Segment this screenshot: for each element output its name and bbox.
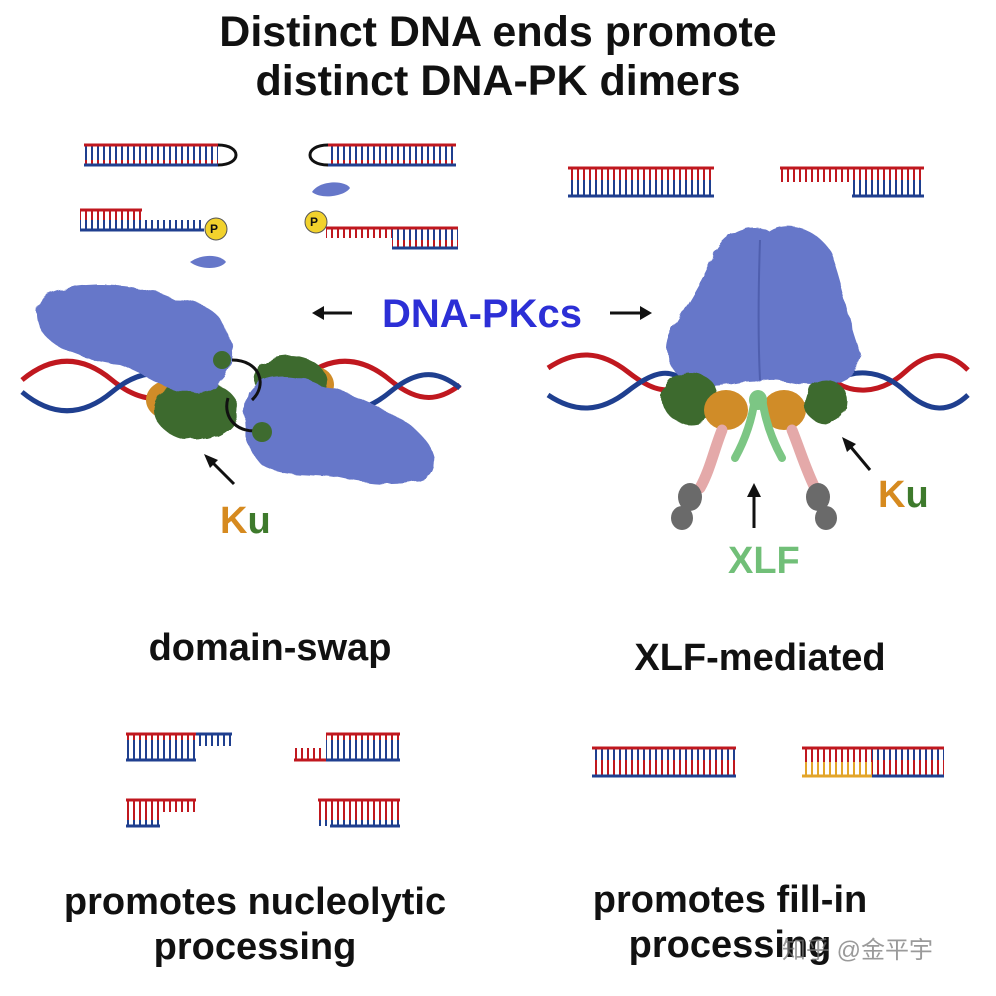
xlf-dimer (671, 390, 837, 530)
ku-letter-u: u (905, 474, 929, 516)
ku-label-left-k: Ku (220, 500, 271, 542)
dnapkcs-right-dimer (666, 226, 862, 387)
ku-label-right: Ku (878, 474, 929, 516)
linker-left (213, 351, 272, 442)
product-nucleolytic-1 (126, 732, 232, 762)
outcome-left-line1: promotes nucleolytic (63, 881, 447, 923)
outcome-left-line2: processing (153, 926, 357, 968)
xlf-label: XLF (728, 540, 800, 582)
substrate-hairpin-right (308, 143, 456, 167)
product-fill-in-blunt (592, 746, 736, 778)
outcome-right-line1: promotes fill-in (592, 879, 868, 921)
arrow-dnapkcs-left (312, 306, 352, 320)
figure-title-line2: distinct DNA-PK dimers (255, 57, 741, 105)
product-nucleolytic-4 (318, 798, 400, 828)
substrate-5prime-overhang-right (304, 182, 458, 250)
ku-letter-u: u (247, 500, 271, 542)
dnapkcs-label: DNA-PKcs (382, 292, 583, 336)
phosphate-label-left: P (210, 222, 219, 236)
product-fill-in-filled (802, 746, 944, 778)
product-nucleolytic-3 (126, 798, 196, 828)
ku-label-left: Ku (220, 500, 271, 542)
product-nucleolytic-2 (294, 732, 400, 762)
outcome-label-right: promotes fill-in processing (540, 878, 920, 968)
arrow-dnapkcs-right (610, 306, 652, 320)
figure-title-line1: Distinct DNA ends promote (219, 8, 777, 56)
mode-label-xlf-mediated: XLF-mediated (634, 637, 886, 679)
outcome-right-line2: processing (628, 924, 832, 966)
substrate-blunt (568, 166, 714, 198)
phosphate-label-right: P (310, 215, 319, 229)
dnapkcs-left-upper (36, 285, 233, 393)
figure-title: Distinct DNA ends promote distinct DNA-P… (0, 8, 996, 106)
dnapkcs-left-lower (244, 375, 435, 484)
ku-right (662, 372, 848, 430)
dna-helix-left (20, 358, 462, 414)
mode-label-domain-swap: domain-swap (148, 627, 392, 669)
ku-letter-k: K (878, 474, 906, 516)
substrate-hairpin-left (84, 143, 238, 167)
substrate-3prime-overhang-left (80, 208, 228, 268)
watermark: 知乎 @金平宇 (782, 937, 934, 964)
outcome-label-left: promotes nucleolytic processing (20, 880, 490, 970)
substrate-overhang-fill-in (780, 166, 924, 198)
arrow-ku-left (204, 454, 236, 486)
arrow-ku-right (842, 437, 872, 471)
ku-letter-k: K (220, 500, 248, 542)
arrow-xlf (747, 483, 761, 528)
